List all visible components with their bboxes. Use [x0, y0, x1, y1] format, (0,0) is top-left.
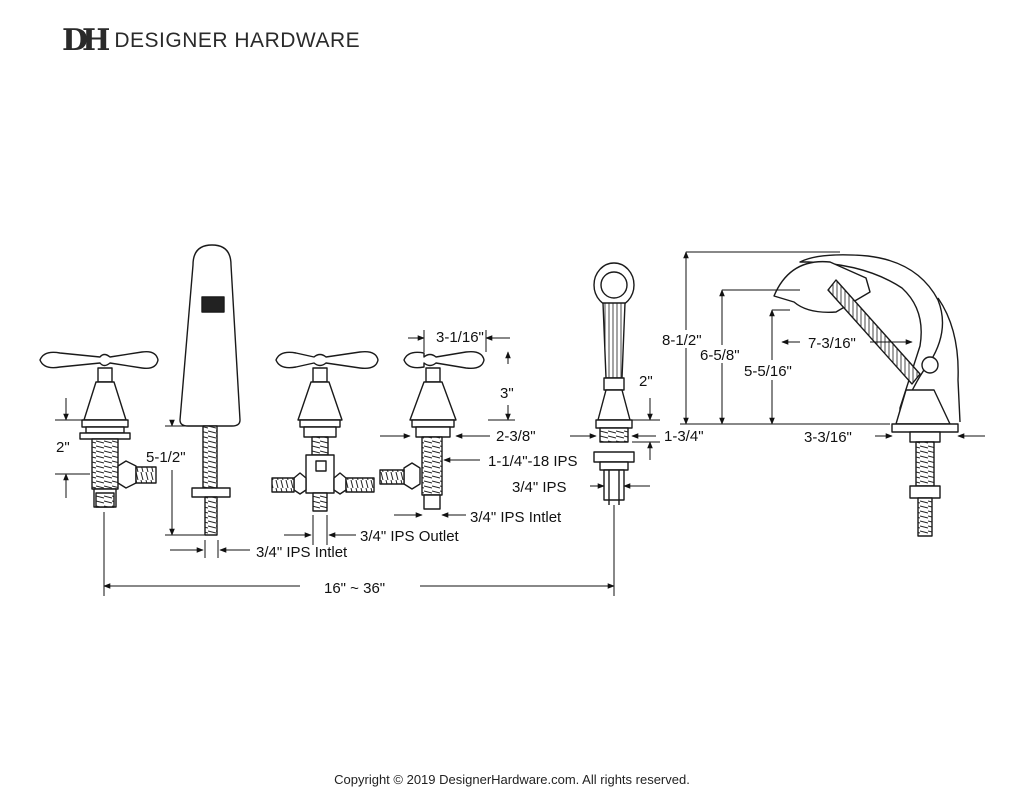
- brand-logo: DH: [62, 23, 110, 58]
- dim-shank-thread: 1-1/4"-18 IPS: [488, 453, 578, 470]
- dim-valve-inlet: 3/4" IPS Intlet: [470, 509, 562, 526]
- dim-cradle-reach: 7-3/16": [808, 335, 856, 352]
- copyright-notice: Copyright © 2019 DesignerHardware.com. A…: [334, 772, 690, 787]
- shower-cradle: [773, 254, 961, 537]
- spout: [179, 244, 241, 536]
- dim-handle-height: 2": [56, 439, 70, 456]
- dim-cradle-height: 8-1/2": [662, 332, 702, 349]
- dim-cradle-base-diameter: 3-3/16": [804, 429, 852, 446]
- left-handle-valve: [39, 350, 159, 508]
- dim-escutcheon-height: 3": [500, 385, 514, 402]
- dim-handshower-base-height: 2": [639, 373, 653, 390]
- dim-handshower-hose-connection: 3/4" IPS: [512, 479, 567, 496]
- dim-overall-spread: 16" ~ 36": [324, 580, 385, 597]
- right-handle-valve: [379, 350, 485, 510]
- dim-cradle-height-2: 6-5/8": [700, 347, 740, 364]
- dimension-lines: [55, 251, 985, 596]
- brand-name: DESIGNER HARDWARE: [114, 29, 361, 52]
- dim-handshower-base-diameter: 1-3/4": [664, 428, 704, 445]
- dim-cradle-height-3: 5-5/16": [744, 363, 792, 380]
- dim-spout-inlet: 3/4" IPS Intlet: [256, 544, 348, 561]
- dim-diverter-outlet: 3/4" IPS Outlet: [360, 528, 460, 545]
- diverter-valve: [271, 350, 379, 512]
- dim-escutcheon-diameter: 2-3/8": [496, 428, 536, 445]
- dim-spout-height: 5-1/2": [146, 449, 186, 466]
- hand-shower: [593, 262, 635, 505]
- dim-handle-spread: 3-1/16": [436, 329, 484, 346]
- brand-header: DH DESIGNER HARDWARE: [62, 26, 360, 56]
